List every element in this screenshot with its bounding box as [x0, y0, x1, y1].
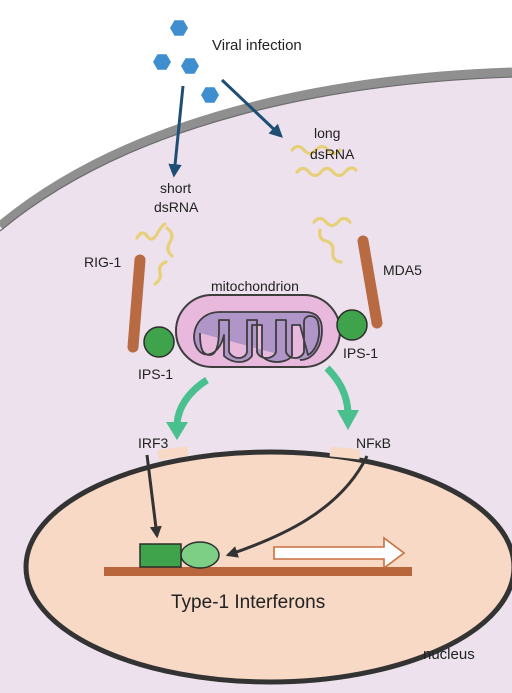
long-dsrna-strands: [290, 144, 358, 264]
signal-arrow-irf3: [173, 377, 209, 425]
mitochondrion: [175, 294, 341, 368]
label-viral-infection: Viral infection: [212, 37, 302, 54]
virus-icon: [181, 58, 199, 74]
mda5-receptor: [357, 235, 383, 329]
label-irf3: IRF3: [138, 435, 169, 451]
irf3-factor: [139, 543, 182, 568]
virus-particles: [153, 20, 219, 103]
signal-arrows: [166, 365, 359, 440]
dna-strand: [104, 567, 412, 576]
label-long-dsrna: dsRNA: [310, 146, 355, 162]
nfkb-arrow: [225, 455, 369, 558]
label-short: short: [160, 180, 191, 196]
rig1-receptor: [127, 254, 146, 353]
label-interferons: Type-1 Interferons: [171, 592, 325, 613]
label-short-dsrna: dsRNA: [154, 199, 199, 215]
short-dsrna-strands: [135, 222, 174, 286]
label-nfkb: NFκB: [356, 435, 391, 451]
virus-icon: [201, 87, 219, 103]
transcription-arrow: [273, 536, 406, 570]
mitochondrion-cristae: [193, 311, 323, 363]
signal-arrow-nfkb: [324, 365, 352, 413]
nfkb-factor: [180, 541, 220, 569]
label-nucleus: nucleus: [423, 646, 475, 663]
ips1-left: [143, 326, 175, 358]
irf3-arrow: [145, 454, 162, 539]
label-mda5: MDA5: [383, 262, 422, 278]
label-mitochondrion: mitochondrion: [211, 278, 299, 294]
arrow-to-long-dsrna: [220, 78, 283, 138]
virus-icon: [170, 20, 188, 36]
label-rig1: RIG-1: [84, 254, 122, 270]
virus-icon: [153, 54, 171, 70]
label-long: long: [314, 125, 340, 141]
label-ips1-right: IPS-1: [343, 345, 378, 361]
ips1-right: [336, 309, 368, 341]
label-ips1-left: IPS-1: [138, 366, 173, 382]
arrow-to-short-dsrna: [168, 85, 185, 178]
cell-membrane: [0, 67, 512, 230]
